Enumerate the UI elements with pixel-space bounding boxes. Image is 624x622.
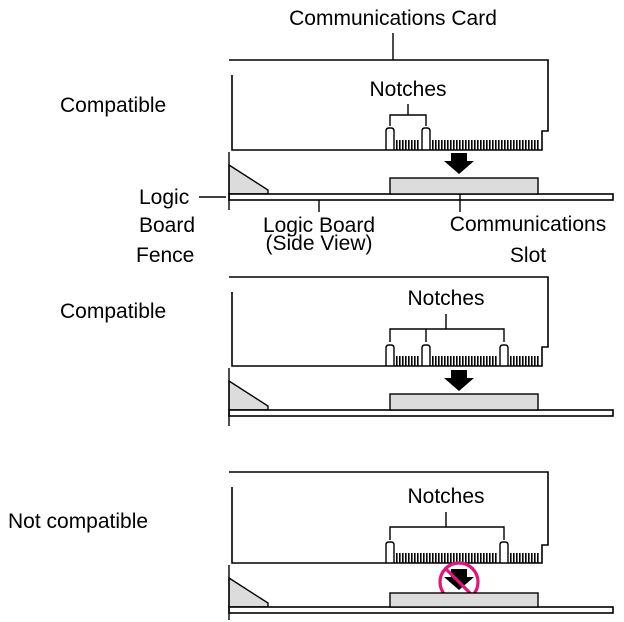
card-contacts xyxy=(396,356,420,366)
status-label: Not compatible xyxy=(8,510,148,533)
logic-board-fence xyxy=(228,163,269,195)
notches-bracket xyxy=(389,512,505,540)
logic-board xyxy=(228,193,614,201)
communications-card xyxy=(229,471,549,564)
panel-compatible-2: Compatible Notches xyxy=(60,276,614,426)
notch xyxy=(499,344,509,366)
notches-label: Notches xyxy=(369,78,446,101)
status-label: Compatible xyxy=(60,300,166,323)
logic-board-fence xyxy=(228,576,269,608)
notches-bracket xyxy=(389,314,505,342)
card-contacts xyxy=(510,553,540,563)
notch xyxy=(421,344,431,366)
down-arrow-icon xyxy=(444,370,474,391)
card-title: Communications Card xyxy=(289,7,497,30)
logic-board-fence xyxy=(228,379,269,411)
communications-slot xyxy=(389,177,539,195)
card-contacts xyxy=(396,553,498,563)
panel-not-compatible: Not compatible Notches xyxy=(8,471,614,620)
card-contacts xyxy=(510,356,540,366)
notch xyxy=(385,127,395,150)
communications-card xyxy=(229,276,549,367)
fence-label-line1: Logic xyxy=(139,186,189,209)
notches-bracket xyxy=(389,104,427,126)
board-label-line2: (Side View) xyxy=(266,232,373,255)
fence-label-line3: Fence xyxy=(136,244,194,267)
down-arrow-icon xyxy=(444,153,474,174)
card-contacts xyxy=(432,356,498,366)
notch xyxy=(499,541,509,563)
card-contacts xyxy=(396,140,420,150)
notch xyxy=(385,541,395,563)
panel-compatible-1: Compatible Notches xyxy=(60,59,614,210)
slot-label-line2: Slot xyxy=(510,244,546,267)
notches-label: Notches xyxy=(407,287,484,310)
logic-board xyxy=(228,606,614,614)
communications-card xyxy=(229,59,549,151)
notch xyxy=(421,127,431,150)
notches-label: Notches xyxy=(407,485,484,508)
slot-label-line1: Communications xyxy=(450,213,606,236)
status-label: Compatible xyxy=(60,94,166,117)
card-contacts xyxy=(432,140,540,150)
communications-slot xyxy=(389,393,539,411)
logic-board xyxy=(228,409,614,417)
communications-slot xyxy=(389,592,539,608)
notch xyxy=(385,344,395,366)
board-label-line1: Logic Board xyxy=(263,214,375,237)
fence-label-line2: Board xyxy=(139,214,195,237)
